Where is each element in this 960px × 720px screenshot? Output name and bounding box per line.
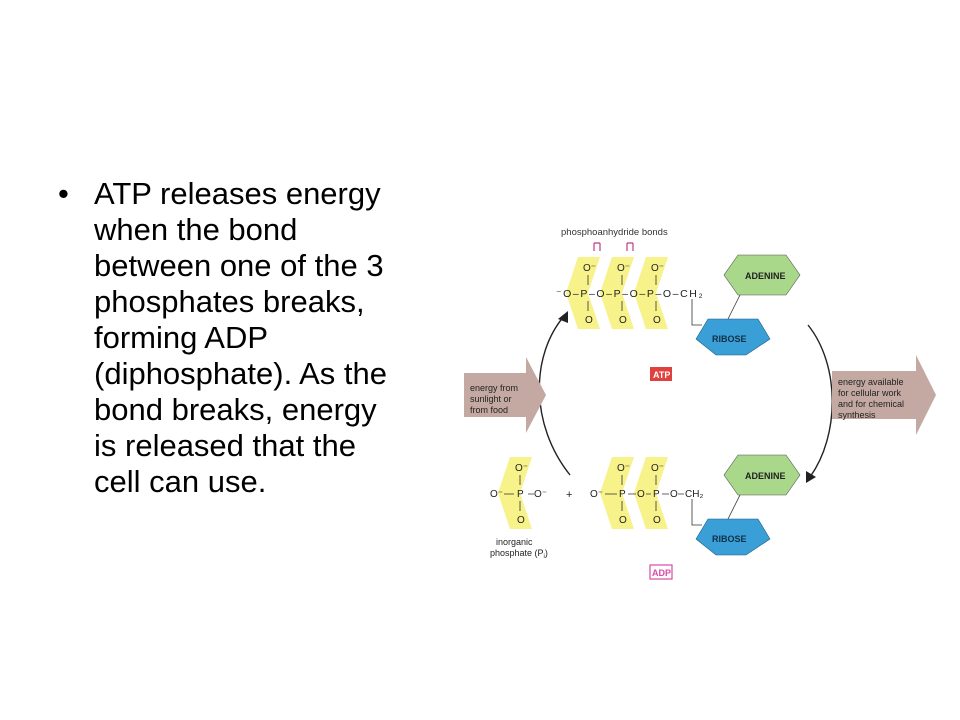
right-cycle-arrow <box>807 324 833 478</box>
inorganic-phosphate-shape <box>498 457 532 529</box>
inorganic-line: inorganic <box>496 537 533 547</box>
energy-input-arrow <box>464 357 546 433</box>
o-minus-label: O⁻ <box>515 463 528 474</box>
bullet-line: phosphates breaks, <box>94 284 365 319</box>
o-label: O <box>637 489 645 500</box>
energy-output-line: for cellular work <box>838 388 902 398</box>
o-label: O <box>670 489 678 500</box>
atp-ribose-label: RIBOSE <box>712 334 747 344</box>
energy-input-text: energy from sunlight or from food <box>470 383 518 415</box>
o-label: O <box>585 315 593 326</box>
energy-input-line: from food <box>470 405 508 415</box>
energy-output-line: energy available <box>838 377 904 387</box>
bullet-dot: • <box>58 176 69 211</box>
bullet-block: • ATP releases energy when the bond betw… <box>58 176 458 500</box>
atp-adp-diagram: phosphoanhydride bonds O⁻ O⁻ O⁻ ⁻O–P–O–P… <box>464 227 936 580</box>
adp-ribose-shape <box>695 518 771 556</box>
adp-tag: ADP <box>652 568 671 578</box>
bullet-line: cell can use. <box>94 464 267 499</box>
inorganic-line: phosphate (Pi) <box>490 548 548 560</box>
adp-ribose-label: RIBOSE <box>712 534 747 544</box>
o-minus-label: O⁻ <box>490 489 503 500</box>
bullet-line: (diphosphate). As the <box>94 356 387 391</box>
energy-output-line: and for chemical <box>838 399 904 409</box>
atp-phosphate-3 <box>634 257 668 329</box>
bullet-line: forming ADP <box>94 320 269 355</box>
adp-bond-lines <box>605 475 684 511</box>
o-minus-label: O⁻ <box>651 263 664 274</box>
bullet-line: when the bond <box>94 212 298 247</box>
right-cycle-arrowhead <box>806 471 816 483</box>
adp-adenine-label: ADENINE <box>745 471 786 481</box>
adp-tag-box <box>649 564 673 580</box>
atp-tag: ATP <box>653 370 670 380</box>
energy-input-line: sunlight or <box>470 394 512 404</box>
energy-output-line: synthesis <box>838 410 876 420</box>
bullet-line: between one of the 3 <box>94 248 384 283</box>
atp-adenine-link <box>727 294 741 320</box>
bonds-label: phosphoanhydride bonds <box>561 227 668 238</box>
bullet-line: bond breaks, energy <box>94 392 377 427</box>
ch2-label: CH₂ <box>685 489 703 500</box>
adp-linker <box>691 499 702 526</box>
o-minus-label: O⁻ <box>617 463 630 474</box>
o-minus-label: O⁻ <box>590 489 603 500</box>
atp-bond-lines <box>587 275 657 311</box>
o-minus-label: O⁻ <box>617 263 630 274</box>
inorganic-phosphate-label: inorganic phosphate (Pi) <box>490 537 548 560</box>
atp-phosphate-2 <box>600 257 634 329</box>
bullet-text: ATP releases energy when the bond betwee… <box>94 176 458 500</box>
p-label: P <box>517 489 524 500</box>
atp-chain-text: ⁻O–P–O–P–O–P–O–CH₂ <box>556 288 704 300</box>
adp-phosphate-chain: O⁻ O⁻ O⁻ P O P O CH₂ O O <box>590 463 703 526</box>
atp-adp-cycle-figure: phosphoanhydride bonds O⁻ O⁻ O⁻ ⁻O–P–O–P… <box>460 215 940 595</box>
o-label: O <box>517 515 525 526</box>
atp-tag-box <box>650 367 672 381</box>
energy-output-text: energy available for cellular work and f… <box>838 377 904 420</box>
bullet-line: is released that the <box>94 428 356 463</box>
atp-linker <box>691 299 702 326</box>
inorganic-bonds <box>504 475 534 511</box>
left-cycle-arrowhead <box>558 311 568 323</box>
o-label: O <box>653 515 661 526</box>
adp-phosphate-shapes <box>600 457 668 529</box>
adp-phosphate-2 <box>634 457 668 529</box>
atp-adenine-shape <box>723 254 801 296</box>
o-minus-label: O⁻ <box>651 463 664 474</box>
p-label: P <box>653 489 660 500</box>
atp-phosphate-chain: O⁻ O⁻ O⁻ ⁻O–P–O–P–O–P–O–CH₂ O O O <box>556 263 704 326</box>
adp-phosphate-1 <box>600 457 634 529</box>
o-minus-label: O⁻ <box>583 263 596 274</box>
atp-phosphate-shapes <box>566 257 668 329</box>
p-label: P <box>619 489 626 500</box>
o-label: O <box>619 315 627 326</box>
adp-adenine-link <box>727 494 741 520</box>
atp-adenine-label: ADENINE <box>745 271 786 281</box>
energy-input-line: energy from <box>470 383 518 393</box>
bond-bracket-2 <box>626 242 634 251</box>
o-label: O <box>619 515 627 526</box>
bond-bracket-1 <box>593 242 601 251</box>
energy-output-arrow <box>832 355 936 435</box>
atp-phosphate-1 <box>566 257 600 329</box>
adp-adenine-shape <box>723 454 801 496</box>
inorganic-phosphate-chem: O⁻ O⁻ P O⁻ O <box>490 463 547 526</box>
o-label: O <box>653 315 661 326</box>
atp-ribose-shape <box>695 318 771 356</box>
o-minus-label: O⁻ <box>534 489 547 500</box>
plus-sign: + <box>566 489 572 501</box>
bullet-line: ATP releases energy <box>94 176 381 211</box>
